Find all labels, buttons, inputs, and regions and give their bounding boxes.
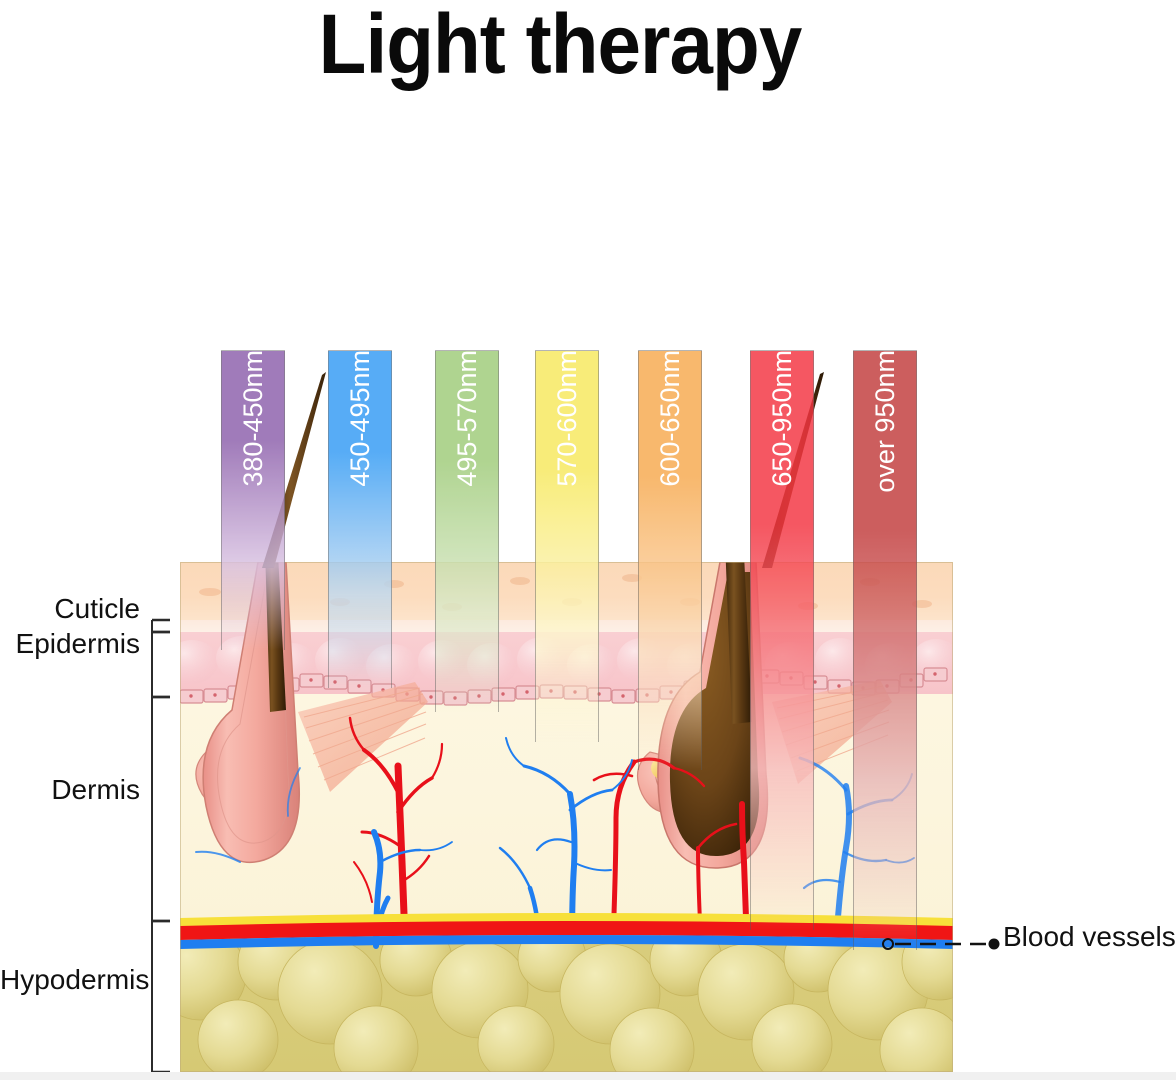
red-band[interactable]: 650-950nm (750, 350, 814, 930)
violet-band-label: 380-450nm (237, 350, 268, 487)
yellow-band-caption: 570-600nm (535, 350, 599, 580)
blue-band[interactable]: 450-495nm (328, 350, 392, 688)
layer-label-hypodermis: Hypodermis (0, 964, 150, 995)
violet-band-caption: 380-450nm (221, 350, 285, 580)
layer-label-epidermis: Epidermis (15, 628, 140, 659)
yellow-band-label: 570-600nm (551, 350, 582, 487)
red-band-label: 650-950nm (766, 350, 797, 487)
infrared-band-label: over 950nm (869, 350, 900, 493)
orange-band-swatch (638, 350, 702, 770)
infrared-band[interactable]: over 950nm (853, 350, 917, 950)
red-band-swatch (750, 350, 814, 930)
hypodermis-bracket (151, 919, 170, 1074)
layer-label-cuticle: Cuticle (54, 593, 140, 624)
orange-band[interactable]: 600-650nm (638, 350, 702, 770)
yellow-band-swatch (535, 350, 599, 742)
red-band-caption: 650-950nm (750, 350, 814, 580)
page-title: Light therapy (318, 0, 803, 91)
green-band[interactable]: 495-570nm (435, 350, 499, 712)
infrared-band-swatch (853, 350, 917, 950)
violet-band[interactable]: 380-450nm (221, 350, 285, 650)
blue-band-swatch (328, 350, 392, 688)
green-band-label: 495-570nm (451, 350, 482, 487)
green-band-caption: 495-570nm (435, 350, 499, 580)
yellow-band[interactable]: 570-600nm (535, 350, 599, 742)
bottom-strip (0, 1072, 1176, 1080)
orange-band-caption: 600-650nm (638, 350, 702, 580)
orange-band-label: 600-650nm (654, 350, 685, 487)
blue-band-caption: 450-495nm (328, 350, 392, 580)
violet-band-swatch (221, 350, 285, 650)
green-band-swatch (435, 350, 499, 712)
blue-band-label: 450-495nm (344, 350, 375, 487)
infrared-band-caption: over 950nm (853, 350, 917, 580)
cuticle-bracket (151, 618, 170, 634)
dermis-bracket (151, 695, 170, 923)
layer-label-dermis: Dermis (51, 774, 140, 805)
blood-vessels-label: Blood vessels (1003, 921, 1176, 952)
epidermis-bracket (151, 630, 170, 699)
hypodermis-layer (180, 921, 953, 1072)
